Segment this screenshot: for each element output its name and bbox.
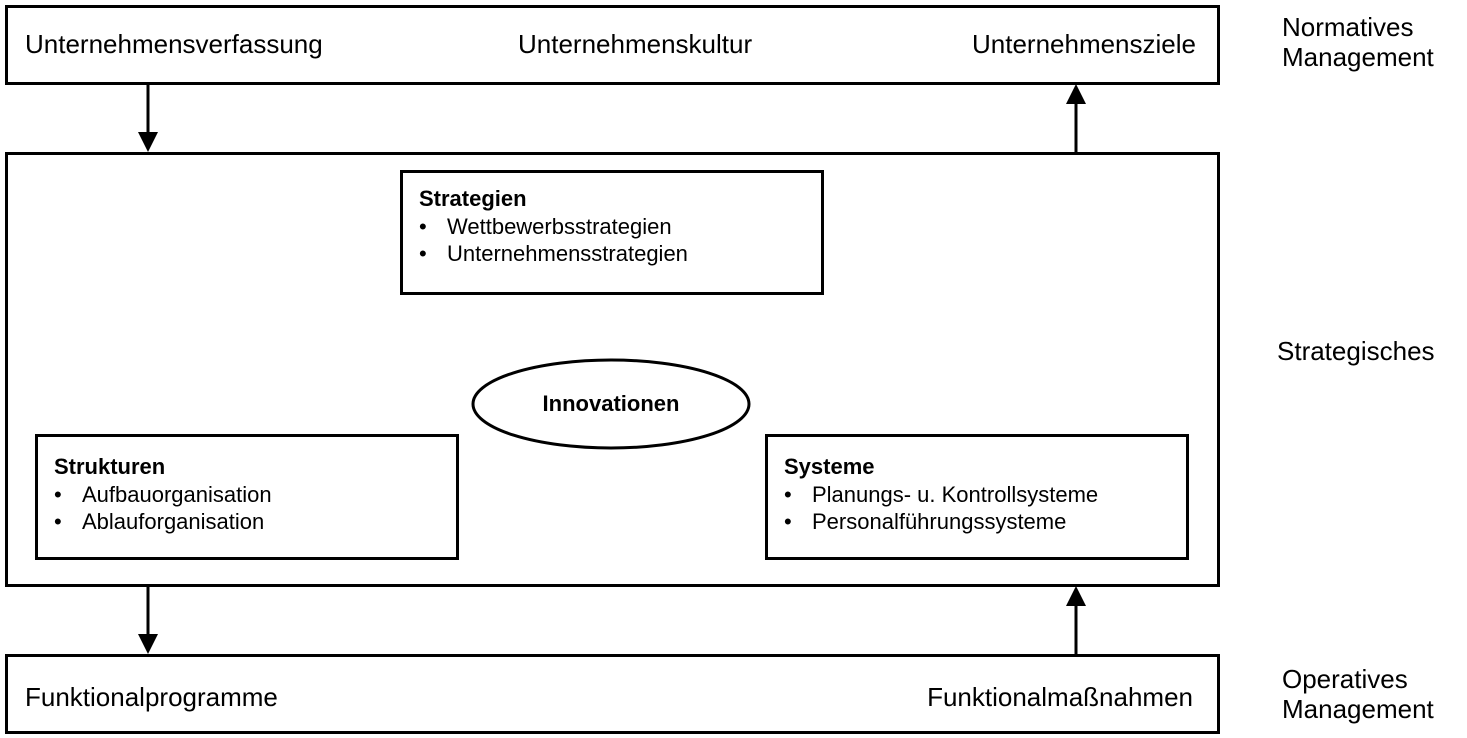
normative-item-kultur: Unternehmenskultur [518, 29, 753, 59]
strukturen-item-label: Ablauforganisation [82, 509, 265, 534]
normative-level-label: Normatives Management [1282, 12, 1434, 72]
strukturen-item-label: Aufbauorganisation [82, 482, 272, 507]
strukturen-item: • Ablauforganisation [54, 508, 456, 535]
normative-item-verfassung: Unternehmensverfassung [25, 29, 323, 59]
strategien-item: • Unternehmensstrategien [419, 240, 821, 267]
strategien-box: Strategien • Wettbewerbsstrategien • Unter… [400, 170, 824, 295]
normative-level-label-line1: Normatives [1282, 12, 1414, 42]
systeme-item: • Personalführungssysteme [784, 508, 1186, 535]
bullet-icon: • [54, 482, 62, 507]
bullet-icon: • [419, 241, 427, 266]
systeme-item-label: Personalführungssysteme [812, 509, 1067, 534]
operative-level-label: Operatives Management [1282, 664, 1434, 724]
operative-level-label-line2: Management [1282, 694, 1434, 724]
arrow-strategic-to-operative [138, 586, 158, 654]
bullet-icon: • [54, 509, 62, 534]
arrow-operative-to-strategic [1066, 586, 1086, 654]
innovationen-label: Innovationen [542, 391, 680, 416]
arrow-normative-to-strategic [138, 84, 158, 152]
systeme-item: • Planungs- u. Kontrollsysteme [784, 481, 1186, 508]
normative-item-ziele: Unternehmensziele [971, 29, 1196, 59]
normative-box: Unternehmensverfassung Unternehmenskultu… [5, 5, 1220, 85]
strategic-level-label-text: Strategisches [1277, 336, 1435, 366]
operative-box: Funktionalprogramme Funktionalmaßnahmen [5, 654, 1220, 734]
operative-item-programme: Funktionalprogramme [25, 682, 278, 712]
bullet-icon: • [419, 214, 427, 239]
operative-item-massnahmen: Funktionalmaßnahmen [927, 682, 1193, 712]
strategien-item-label: Unternehmensstrategien [447, 241, 688, 266]
strukturen-box: Strukturen • Aufbauorganisation • Ablaufor… [35, 434, 459, 560]
strukturen-title: Strukturen [54, 454, 166, 479]
strategien-title: Strategien [419, 186, 527, 211]
systeme-title: Systeme [784, 454, 875, 479]
systeme-item-label: Planungs- u. Kontrollsysteme [812, 482, 1099, 507]
arrow-strategic-to-normative [1066, 84, 1086, 152]
operative-level-label-line1: Operatives [1282, 664, 1408, 694]
strukturen-item: • Aufbauorganisation [54, 481, 456, 508]
strategic-level-label: Strategisches [1277, 336, 1435, 366]
bullet-icon: • [784, 482, 792, 507]
innovationen-ellipse [471, 358, 751, 450]
bullet-icon: • [784, 509, 792, 534]
normative-level-label-line2: Management [1282, 42, 1434, 72]
strategien-item-label: Wettbewerbsstrategien [447, 214, 672, 239]
strategien-item: • Wettbewerbsstrategien [419, 213, 821, 240]
systeme-box: Systeme • Planungs- u. Kontrollsysteme • P… [765, 434, 1189, 560]
